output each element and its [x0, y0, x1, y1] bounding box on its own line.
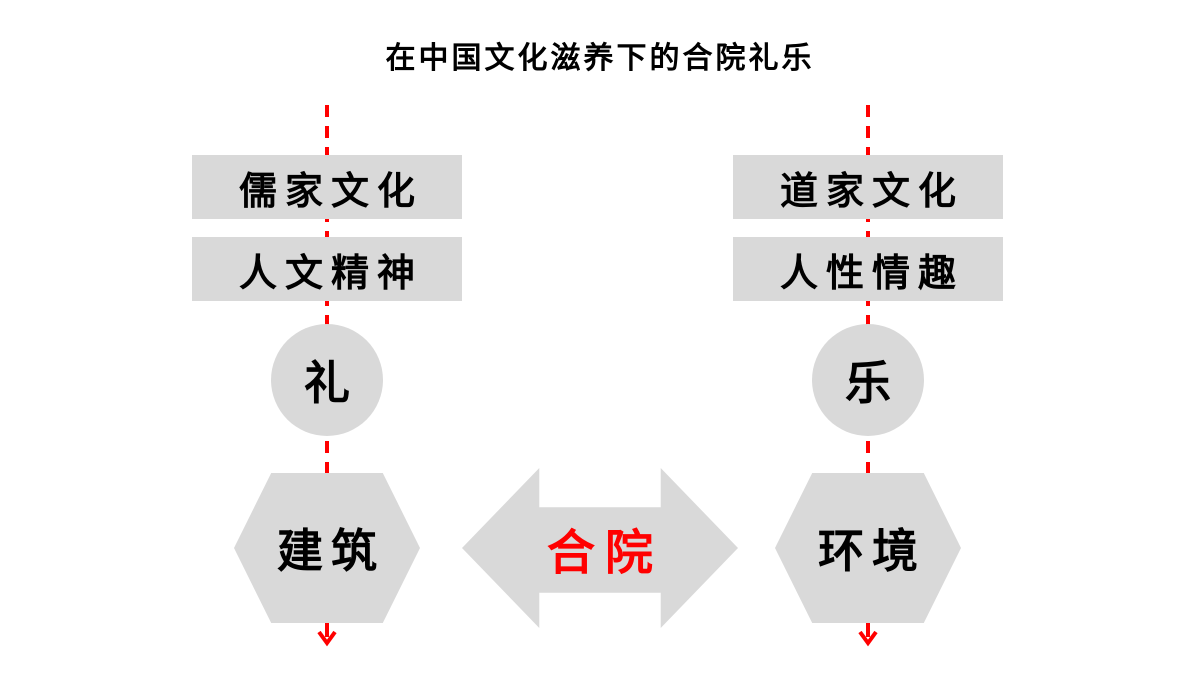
left-core-label: 礼	[304, 358, 350, 409]
right-spirit-box: 人性情趣	[733, 237, 1003, 301]
left-culture-label: 儒家文化	[238, 170, 423, 213]
right-culture-label: 道家文化	[779, 170, 964, 213]
left-outcome-hexagon: 建筑	[234, 473, 420, 623]
courtyard-label: 合院	[546, 527, 663, 580]
down-arrow-icon	[857, 623, 879, 647]
left-culture-box: 儒家文化	[192, 155, 462, 219]
left-spirit-box: 人文精神	[192, 237, 462, 301]
left-core-circle: 礼	[271, 324, 383, 436]
left-spirit-label: 人文精神	[238, 252, 423, 295]
right-core-circle: 乐	[812, 324, 924, 436]
right-core-label: 乐	[845, 358, 891, 409]
right-culture-box: 道家文化	[733, 155, 1003, 219]
courtyard-double-arrow-shape: 合院	[462, 468, 738, 628]
down-arrow-icon	[316, 623, 338, 647]
right-outcome-hexagon: 环境	[775, 473, 961, 623]
slide-title: 在中国文化滋养下的合院礼乐	[385, 42, 815, 75]
right-outcome-label: 环境	[818, 526, 926, 577]
left-outcome-label: 建筑	[277, 526, 385, 577]
right-spirit-label: 人性情趣	[779, 252, 964, 295]
